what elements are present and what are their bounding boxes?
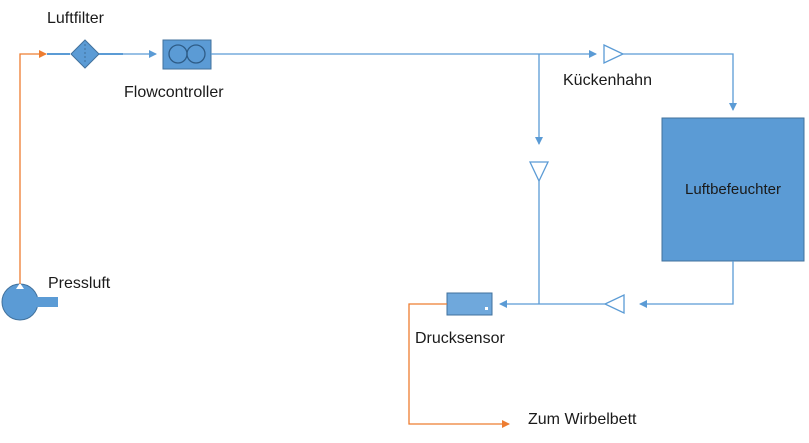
luftbefeuchter-label: Luftbefeuchter (685, 181, 781, 198)
humidifier-return-line (639, 261, 734, 308)
wirbelbett-line (408, 303, 510, 428)
return-valve-icon (603, 293, 625, 315)
luftfilter-label: Luftfilter (47, 10, 104, 27)
valve-to-humidifier-line (623, 53, 737, 111)
luftfilter-icon (47, 39, 123, 69)
luftbefeuchter-box (661, 117, 805, 262)
pressluft-label: Pressluft (48, 275, 111, 292)
kueckenhahn-valve-icon (603, 43, 625, 65)
wirbelbett-label: Zum Wirbelbett (528, 411, 637, 428)
drucksensor-label: Drucksensor (415, 330, 505, 347)
bypass-valve-icon (528, 161, 550, 183)
pressluft-line (19, 50, 47, 284)
compressor-outlet (32, 297, 58, 307)
drucksensor-icon (446, 292, 493, 316)
flowcontroller-icon (162, 39, 212, 70)
kueckenhahn-label: Kückenhahn (563, 72, 652, 89)
flowcontroller-label: Flowcontroller (124, 84, 224, 101)
compressor-arrow-icon (16, 283, 24, 289)
